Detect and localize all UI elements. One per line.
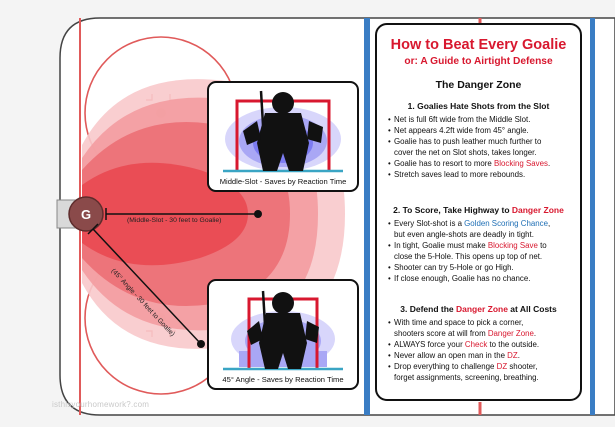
list-item: Shooter can try 5-Hole or go High.	[388, 262, 580, 273]
middle-slot-goalie-figure	[223, 90, 343, 173]
list-item: Stretch saves lead to more rebounds.	[388, 169, 580, 180]
section-2-heading: 2. To Score, Take Highway to Danger Zone	[393, 205, 564, 215]
section-3-heading: 3. Defend the Danger Zone at All Costs	[400, 304, 557, 314]
section-1-list: Net is full 6ft wide from the Middle Slo…	[388, 114, 580, 180]
section-1-heading: 1. Goalies Hate Shots from the Slot	[407, 101, 550, 111]
middle-slot-caption: Middle-Slot - Saves by Reaction Time	[219, 177, 347, 186]
angle-distance-line	[92, 228, 202, 345]
list-item: Net appears 4.2ft wide from 45° angle.	[388, 125, 580, 136]
list-item: forget assignments, screening, breathing…	[394, 373, 539, 382]
list-item: If close enough, Goalie has no chance.	[388, 273, 580, 284]
list-item: Goalie has to resort to more Blocking Sa…	[388, 158, 580, 169]
list-item: cover the net on Slot shots, takes longe…	[394, 148, 537, 157]
list-item: shooters score at will from Danger Zone.	[394, 329, 537, 338]
guide-title: How to Beat Every Goalie	[390, 37, 567, 53]
middle-slot-inset: Middle-Slot - Saves by Reaction Time	[207, 81, 359, 192]
list-item: With time and space to pick a corner,	[388, 317, 580, 328]
list-item: In tight, Goalie must make Blocking Save…	[388, 240, 580, 251]
goalie-silhouette	[247, 290, 319, 369]
guide-panel: How to Beat Every Goalie or: A Guide to …	[375, 23, 582, 401]
angle-inset: 45° Angle - Saves by Reaction Time	[207, 279, 359, 390]
list-item: close the 5-Hole. This opens up top of n…	[394, 252, 543, 261]
section-2-list: Every Slot-shot is a Golden Scoring Chan…	[388, 218, 580, 284]
list-item: ALWAYS force your Check to the outside.	[388, 339, 580, 350]
list-item: Every Slot-shot is a Golden Scoring Chan…	[388, 218, 580, 229]
middle-slot-shot-point	[254, 210, 262, 218]
list-item: Drop everything to challenge DZ shooter,	[388, 361, 580, 372]
goalie-label: G	[81, 207, 91, 222]
section-3-list: With time and space to pick a corner, sh…	[388, 317, 580, 383]
danger-zone-heading: The Danger Zone	[435, 79, 522, 91]
blue-line-right	[590, 18, 595, 415]
save-coverage-pad	[239, 351, 327, 367]
middle-slot-distance-label: (Middle-Slot - 30 feet to Goalie)	[127, 217, 222, 224]
list-item: Goalie has to push leather much further …	[388, 136, 580, 147]
blue-line	[364, 18, 370, 415]
watermark: isthisyourhomework?.com	[52, 400, 150, 409]
angle-goalie-figure	[223, 290, 343, 371]
angle-shot-point	[197, 340, 205, 348]
angle-caption: 45° Angle - Saves by Reaction Time	[222, 375, 344, 384]
goalie-marker	[68, 196, 104, 232]
list-item: but even angle-shots are deadly in tight…	[394, 230, 534, 239]
guide-subtitle: or: A Guide to Airtight Defense	[404, 56, 553, 67]
goalie-silhouette	[243, 90, 323, 171]
list-item: Never allow an open man in the DZ.	[388, 350, 580, 361]
list-item: Net is full 6ft wide from the Middle Slo…	[388, 114, 580, 125]
